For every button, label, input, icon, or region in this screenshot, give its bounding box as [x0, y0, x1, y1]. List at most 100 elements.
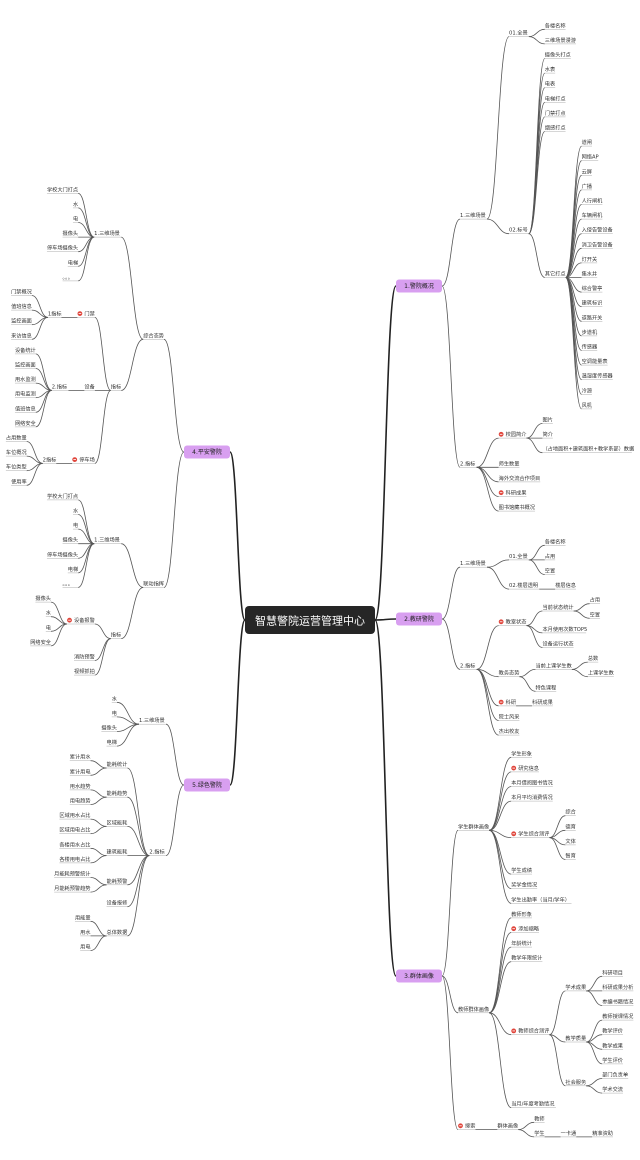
node-label: 月能耗预警趋势	[54, 884, 90, 892]
node-label: 1.三维场景	[94, 229, 120, 237]
node-label: 杰出校友	[499, 727, 520, 735]
flag-icon-bar	[78, 313, 82, 314]
connector	[94, 638, 111, 676]
mindmap-node: 科研项目	[602, 968, 623, 977]
node-label: 文体	[565, 837, 576, 845]
mindmap-node: 智育	[565, 852, 576, 860]
mindmap-node: 总数	[587, 654, 599, 663]
mindmap-node: 水	[72, 507, 79, 515]
mindmap-node: 道路开关	[581, 313, 603, 322]
mindmap-node: 指标	[110, 382, 122, 391]
node-label: 。。。	[63, 582, 73, 588]
node-label: 门禁概况	[11, 288, 33, 296]
node-label: 车位类型	[6, 463, 27, 471]
mindmap-node: 教学质量	[565, 1034, 587, 1043]
node-label: 搜索	[465, 1122, 475, 1130]
connector	[90, 855, 107, 864]
node-label: 摄像头打点	[545, 51, 571, 59]
connector	[476, 669, 499, 721]
mindmap-node: 1.三维场景	[460, 559, 488, 568]
connector	[50, 601, 68, 625]
node-label: 院士风采	[499, 713, 520, 721]
mindmap-node: 用电趋势	[69, 797, 91, 805]
mindmap-node: 教务态势	[498, 669, 520, 677]
connector	[586, 1078, 603, 1087]
mindmap-node: 综合警亭	[581, 284, 603, 293]
node-label: 师生数量	[499, 459, 520, 467]
node-label: 设备报修	[107, 899, 129, 907]
connector	[526, 423, 543, 439]
mindmap-node: 温湿度传感器	[581, 372, 614, 380]
connector	[35, 390, 52, 428]
mindmap-node: 楼层信息	[555, 581, 576, 590]
node-label: 学生评价	[602, 1056, 624, 1064]
mindmap-node: 联动指挥	[143, 580, 164, 588]
node-label: 三维场景漫游	[545, 36, 576, 44]
mindmap-node: 1.三维场景	[460, 211, 488, 220]
node-label: 教室状态	[506, 618, 527, 626]
node-label: 综合警亭	[582, 284, 603, 292]
node-label: 占用数量	[6, 434, 27, 442]
connector	[78, 222, 95, 238]
connector	[528, 233, 546, 278]
connector	[526, 610, 543, 626]
connector	[26, 463, 43, 486]
mindmap-node: 学生形象	[511, 749, 532, 758]
connector	[565, 233, 582, 278]
node-label: 摄像头	[35, 594, 51, 602]
mindmap-node: 01.全景	[509, 552, 529, 561]
node-label: 占用	[590, 596, 600, 604]
node-label: 学生群体画像	[458, 822, 490, 830]
connector	[549, 990, 566, 1036]
node-label: 教师形象	[511, 910, 532, 918]
mindmap-node: 空调能量表	[581, 357, 609, 366]
mindmap-node: 电	[72, 521, 78, 530]
connector	[90, 935, 107, 951]
node-label: 学生成绩	[511, 866, 532, 874]
mindmap-node: 广播	[581, 182, 593, 191]
mindmap-node: 各楼用水占比	[59, 840, 91, 849]
connector	[26, 441, 43, 464]
connector	[441, 829, 459, 977]
connector	[127, 796, 150, 856]
node-label: 特色课程	[535, 683, 556, 691]
node-label: 空调能量表	[582, 357, 609, 365]
mindmap-node: 设备	[84, 382, 96, 391]
node-label: 精准资助	[592, 1129, 613, 1137]
connector	[374, 618, 397, 621]
mindmap-node: 。。。	[62, 275, 79, 282]
node-label: 总数	[588, 654, 599, 662]
mindmap-node: 本月平均消费情况	[511, 793, 554, 802]
node-label: 用水	[80, 928, 91, 936]
connector	[163, 338, 185, 453]
mindmap-node: 上课学生数	[587, 669, 615, 677]
mindmap-node: 教师群体画像	[458, 1005, 490, 1013]
connector	[90, 789, 107, 798]
mindmap-node: 烟感打点	[544, 124, 566, 132]
connector	[476, 625, 499, 670]
node-label: 能耗统计	[107, 760, 128, 768]
flag-icon-bar	[499, 701, 503, 703]
node-label: 道闸	[582, 138, 592, 146]
connector	[586, 1041, 603, 1065]
node-label: 学生	[534, 1129, 544, 1137]
connector	[78, 528, 95, 545]
connector	[489, 932, 512, 1014]
connector	[50, 623, 68, 647]
mindmap-node: 门禁概况	[11, 288, 33, 296]
connector	[565, 262, 582, 278]
branch-node: 5.绿色警院	[184, 778, 230, 792]
connector	[518, 1121, 535, 1130]
node-label: 区域用电占比	[59, 826, 90, 834]
mindmap-node: 网络安全	[30, 638, 52, 647]
node-label: 教学年限统计	[511, 954, 542, 962]
branch-node: 1.警院概况	[396, 279, 442, 293]
connector	[565, 247, 582, 278]
node-label: 道路开关	[582, 313, 603, 321]
node-label: 指标	[111, 382, 121, 390]
mindmap-node: 用电	[80, 943, 91, 951]
node-label: 学校大门打点	[47, 185, 78, 193]
mindmap-node: 空置	[544, 567, 556, 575]
node-label: 教学质量	[565, 1034, 586, 1042]
node-label: 空置	[545, 567, 555, 575]
